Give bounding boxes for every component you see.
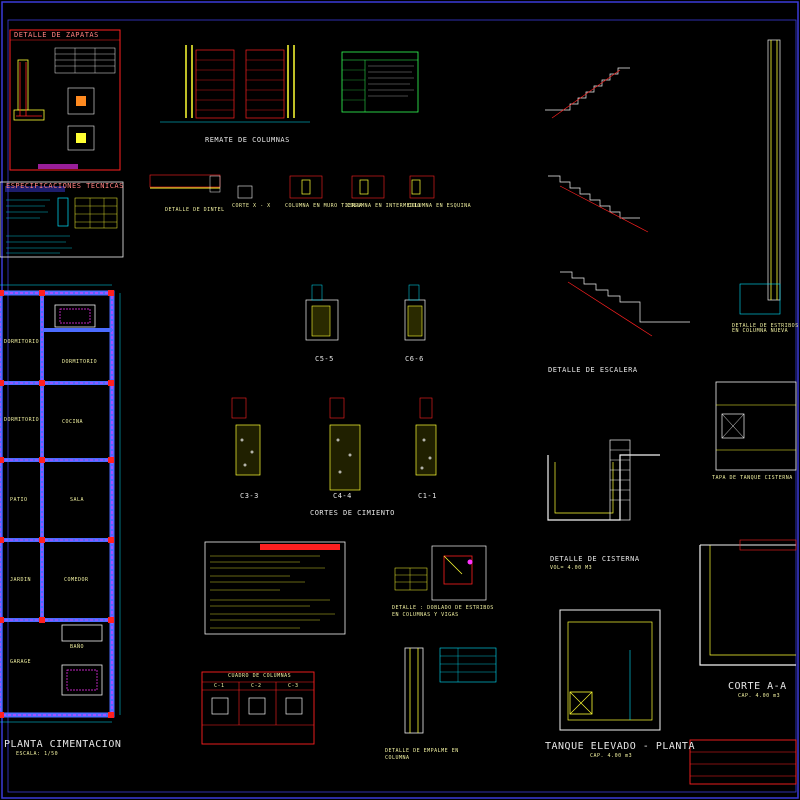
room-label: DORMITORIO [4,417,40,423]
title-tanque-elevado: TANQUE ELEVADO - PLANTA [545,741,695,752]
title-remate-columnas: REMATE DE COLUMNAS [205,136,290,144]
estribos-columna-nueva [739,39,781,315]
title-c44: C4-4 [333,492,352,500]
cuadro-columnas-table [201,671,315,745]
cuadro-col-c1: C-1 [214,683,225,689]
title-planta-cimentacion: PLANTA CIMENTACION [4,739,122,750]
title-block [689,739,797,785]
title-doblado-estribos: DETALLE : DOBLADO DE ESTRIBOS EN COLUMNA… [392,605,494,618]
tanque-elevado [559,609,661,731]
cisterna-detail [547,439,660,521]
title-columna-intermedio: COLUMNA EN INTERMEDIO [347,203,421,209]
room-label: BAÑO [70,644,85,650]
title-especificaciones: ESPECIFICACIONES TECNICAS [6,182,124,190]
room-label: PATIO [10,497,28,503]
title-estribos-columna: DETALLE DE ESTRIBOS EN COLUMNA NUEVA [732,323,799,334]
label-cisterna-vol: VOL= 4.00 M3 [550,565,593,571]
title-detalle-empalme: DETALLE DE EMPALME EN COLUMNA [385,748,459,761]
dintel-row [149,174,435,199]
room-label: COCINA [62,419,84,425]
title-c66: C6-6 [405,355,424,363]
cuadro-col-c3: C-3 [288,683,299,689]
title-detalle-escalera: DETALLE DE ESCALERA [548,366,638,374]
room-label: DORMITORIO [4,339,40,345]
zapatas-panel [9,29,121,171]
room-label: JARDIN [10,577,32,583]
corte-aa [699,539,797,666]
title-corte-aa: CORTE A-A [728,681,787,692]
title-cortes-cimiento: CORTES DE CIMIENTO [310,509,395,517]
tapa-tanque [715,381,797,471]
empalme-columna [404,647,497,734]
title-columna-esquina: COLUMNA EN ESQUINA [408,203,472,209]
title-detalle-zapatas: DETALLE DE ZAPATAS [14,31,99,39]
notas-generales [204,541,346,635]
cortes-c55-c66 [305,284,426,341]
cortes-cimiento [231,397,437,491]
title-cuadro-columnas: CUADRO DE COLUMNAS [228,673,292,679]
remate-columnas [160,45,310,123]
planta-cimentacion [0,284,121,723]
label-planta-escala: ESCALA: 1/50 [16,751,59,757]
title-columna-muro: COLUMNA EN MURO TIERRA [285,203,363,209]
title-c11: C1-1 [418,492,437,500]
label-corte-aa-cap: CAP. 4.00 m3 [738,693,781,699]
title-c55: C5-5 [315,355,334,363]
room-label: COMEDOR [64,577,89,583]
title-detalle-cisterna: DETALLE DE CISTERNA [550,555,640,563]
cuadro-traslape [341,51,419,113]
title-corte-xx: CORTE X - X [232,203,271,209]
doblado-estribos [394,545,487,601]
title-tapa-tanque: TAPA DE TANQUE CISTERNA [712,475,793,481]
room-label: GARAGE [10,659,32,665]
title-c33: C3-3 [240,492,259,500]
escalera-details [545,67,690,337]
room-label: SALA [70,497,85,503]
room-label: DORMITORIO [62,359,98,365]
label-tanque-cap: CAP. 4.00 m3 [590,753,633,759]
sheet-inner-border [7,19,797,793]
cuadro-col-c2: C-2 [251,683,262,689]
title-detalle-dintel: DETALLE DE DINTEL [165,207,225,213]
especificaciones-panel [0,181,124,258]
